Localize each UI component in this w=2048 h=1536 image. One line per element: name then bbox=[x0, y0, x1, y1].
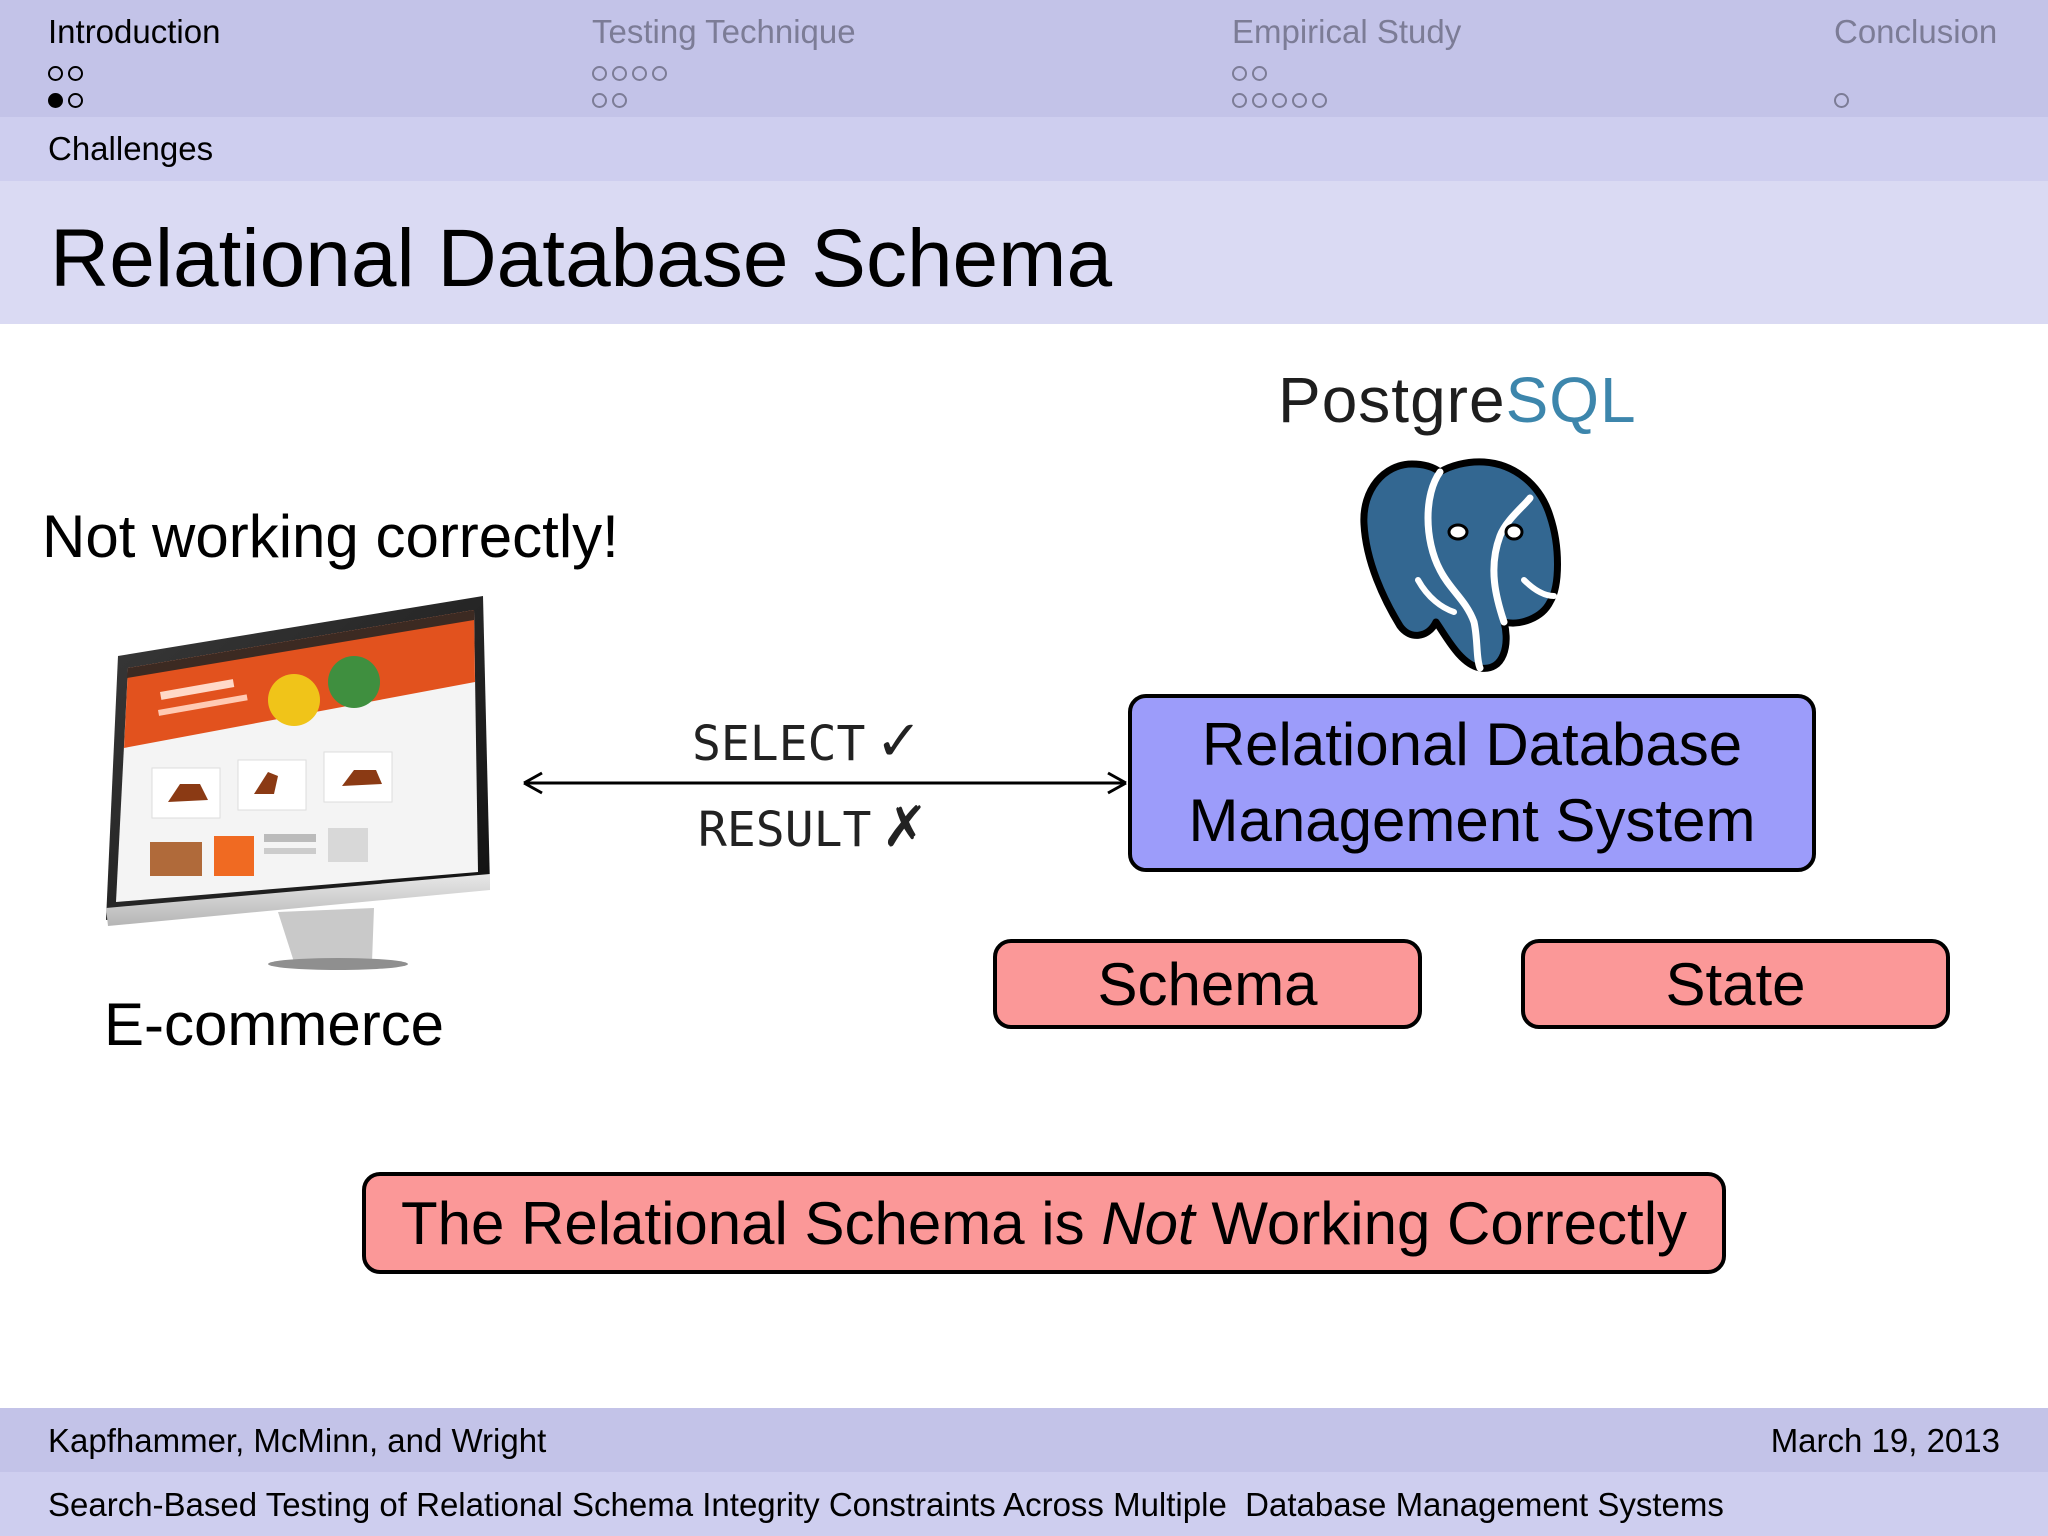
slide-dot-icon[interactable] bbox=[1834, 92, 1849, 108]
slide-dot-icon[interactable] bbox=[48, 65, 63, 81]
nav-section-empirical-study[interactable]: Empirical Study bbox=[1232, 10, 1461, 109]
not-working-caption: Not working correctly! bbox=[42, 503, 619, 570]
section-navigation-bar: Introduction Testing Technique Empirical… bbox=[0, 0, 2048, 117]
slide-dot-icon[interactable] bbox=[612, 92, 627, 108]
ecommerce-monitor-image bbox=[106, 596, 490, 970]
nav-dot-row bbox=[48, 64, 220, 82]
schema-box: Schema bbox=[993, 939, 1422, 1029]
slide-dot-icon[interactable] bbox=[592, 65, 607, 81]
result-keyword: RESULT bbox=[698, 802, 872, 858]
postgresql-logo-text: PostgreSQL bbox=[1278, 360, 1637, 440]
conclusion-box: The Relational Schema is Not Working Cor… bbox=[362, 1172, 1726, 1274]
logo-sql: SQL bbox=[1505, 364, 1637, 436]
nav-dot-row bbox=[1834, 64, 1997, 82]
ecommerce-caption: E-commerce bbox=[104, 991, 445, 1058]
nav-section-conclusion[interactable]: Conclusion bbox=[1834, 10, 1997, 109]
nav-section-progress-dots bbox=[1834, 64, 1997, 109]
nav-dot-row bbox=[48, 91, 220, 109]
slide-dot-icon[interactable] bbox=[1252, 65, 1267, 81]
nav-section-progress-dots bbox=[48, 64, 220, 109]
state-label: State bbox=[1665, 950, 1806, 1018]
conclusion-text-end: Working Correctly bbox=[1194, 1189, 1688, 1257]
current-slide-dot-icon[interactable] bbox=[48, 92, 63, 108]
logo-postgre: Postgre bbox=[1278, 364, 1506, 436]
subsection-title: Challenges bbox=[48, 130, 214, 167]
slide-dot-icon[interactable] bbox=[652, 65, 667, 81]
cross-mark-icon: ✗ bbox=[881, 795, 929, 860]
slide-dot-icon[interactable] bbox=[1312, 92, 1327, 108]
footer-talk-title: Search-Based Testing of Relational Schem… bbox=[48, 1486, 1724, 1523]
check-mark-icon: ✓ bbox=[875, 709, 923, 774]
slide-dot-icon[interactable] bbox=[592, 92, 607, 108]
nav-section-progress-dots bbox=[1232, 64, 1461, 109]
conclusion-text-start: The Relational Schema is bbox=[400, 1189, 1102, 1257]
postgresql-elephant-icon bbox=[1360, 458, 1561, 672]
slide-dot-icon[interactable] bbox=[1232, 92, 1247, 108]
bidirectional-arrow bbox=[523, 771, 1127, 795]
footer-title-bar: Search-Based Testing of Relational Schem… bbox=[0, 1472, 2048, 1536]
nav-dot-row bbox=[592, 64, 856, 82]
footer-authors-bar: Kapfhammer, McMinn, and Wright March 19,… bbox=[0, 1408, 2048, 1472]
conclusion-emphasis: Not bbox=[1101, 1189, 1195, 1257]
state-box: State bbox=[1521, 939, 1950, 1029]
nav-section-title: Testing Technique bbox=[592, 13, 856, 50]
footer-authors: Kapfhammer, McMinn, and Wright bbox=[48, 1422, 547, 1459]
slide-dot-icon[interactable] bbox=[1272, 92, 1287, 108]
nav-section-title: Introduction bbox=[48, 13, 221, 50]
select-keyword: SELECT bbox=[692, 716, 866, 772]
nav-section-introduction[interactable]: Introduction bbox=[48, 10, 220, 109]
slide-dot-icon[interactable] bbox=[68, 65, 83, 81]
footer-date: March 19, 2013 bbox=[1770, 1422, 2000, 1459]
nav-section-title: Conclusion bbox=[1834, 13, 1998, 50]
nav-section-progress-dots bbox=[592, 64, 856, 109]
rdbms-label: Relational Database Management System bbox=[1188, 711, 1756, 854]
result-query-label: RESULT✗ bbox=[698, 800, 928, 859]
rdbms-box: Relational Database Management System bbox=[1128, 694, 1816, 872]
frame-title: Relational Database Schema bbox=[50, 213, 1113, 304]
slide-dot-icon[interactable] bbox=[1232, 65, 1247, 81]
slide-dot-icon[interactable] bbox=[632, 65, 647, 81]
slide-dot-icon[interactable] bbox=[612, 65, 627, 81]
nav-section-testing-technique[interactable]: Testing Technique bbox=[592, 10, 856, 109]
subsection-bar: Challenges bbox=[0, 117, 2048, 181]
nav-dot-row bbox=[1232, 64, 1461, 82]
select-query-label: SELECT✓ bbox=[692, 714, 922, 773]
nav-dot-row bbox=[1232, 91, 1461, 109]
frame-title-bar: Relational Database Schema bbox=[0, 181, 2048, 324]
nav-dot-row bbox=[592, 91, 856, 109]
schema-label: Schema bbox=[1097, 950, 1318, 1018]
slide-dot-icon[interactable] bbox=[1292, 92, 1307, 108]
nav-section-title: Empirical Study bbox=[1232, 13, 1462, 50]
slide-dot-icon[interactable] bbox=[1252, 92, 1267, 108]
slide-dot-icon[interactable] bbox=[68, 92, 83, 108]
nav-dot-row bbox=[1834, 91, 1997, 109]
